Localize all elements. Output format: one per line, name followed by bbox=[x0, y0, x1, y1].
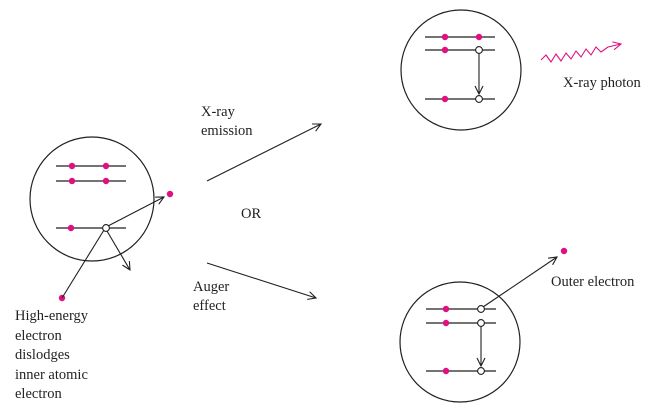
caption-line3: dislodges bbox=[15, 347, 70, 363]
electron bbox=[443, 368, 449, 374]
caption-line4: inner atomic bbox=[15, 367, 88, 383]
incident-electron-path bbox=[62, 230, 104, 298]
ejected-electron-path bbox=[108, 197, 164, 226]
filled-vacancy-open-circle-icon bbox=[476, 96, 483, 103]
atom-boundary bbox=[401, 10, 521, 130]
auger-effect-atom bbox=[400, 248, 567, 402]
electron bbox=[442, 96, 448, 102]
ejected-electron bbox=[167, 191, 173, 197]
vacancy-open-circle-icon bbox=[478, 320, 485, 327]
auger-effect-label-line2: effect bbox=[193, 298, 226, 314]
atom-boundary bbox=[30, 137, 154, 261]
auger-electron bbox=[561, 248, 567, 254]
caption-line5: electron bbox=[15, 386, 62, 402]
caption-line2: electron bbox=[15, 328, 62, 344]
electron bbox=[69, 163, 75, 169]
electron bbox=[103, 163, 109, 169]
filled-vacancy-open-circle-icon bbox=[478, 368, 485, 375]
electron bbox=[443, 306, 449, 312]
xray-emission-label-line1: X-ray bbox=[201, 104, 236, 120]
vacancy-open-circle-icon bbox=[103, 225, 110, 232]
electron bbox=[103, 178, 109, 184]
initial-atom bbox=[30, 137, 173, 301]
auger-electron-path bbox=[483, 257, 557, 307]
vacancy-open-circle-icon bbox=[476, 47, 483, 54]
vacancy-open-circle-icon bbox=[478, 306, 485, 313]
electron bbox=[442, 47, 448, 53]
electron bbox=[443, 320, 449, 326]
caption-line1: High-energy bbox=[15, 308, 89, 324]
xray-emission-label-line2: emission bbox=[201, 123, 253, 139]
atom-boundary bbox=[400, 282, 520, 402]
electron bbox=[476, 34, 482, 40]
electron bbox=[69, 178, 75, 184]
xray-emission-atom bbox=[401, 10, 521, 130]
xray-photon-wavy-arrow-icon bbox=[541, 44, 621, 62]
electron bbox=[68, 225, 74, 231]
or-label: OR bbox=[241, 206, 261, 222]
electron bbox=[442, 34, 448, 40]
auger-effect-label-line1: Auger bbox=[193, 279, 229, 295]
xray-photon-label: X-ray photon bbox=[563, 75, 641, 91]
outer-electron-label: Outer electron bbox=[551, 274, 635, 290]
